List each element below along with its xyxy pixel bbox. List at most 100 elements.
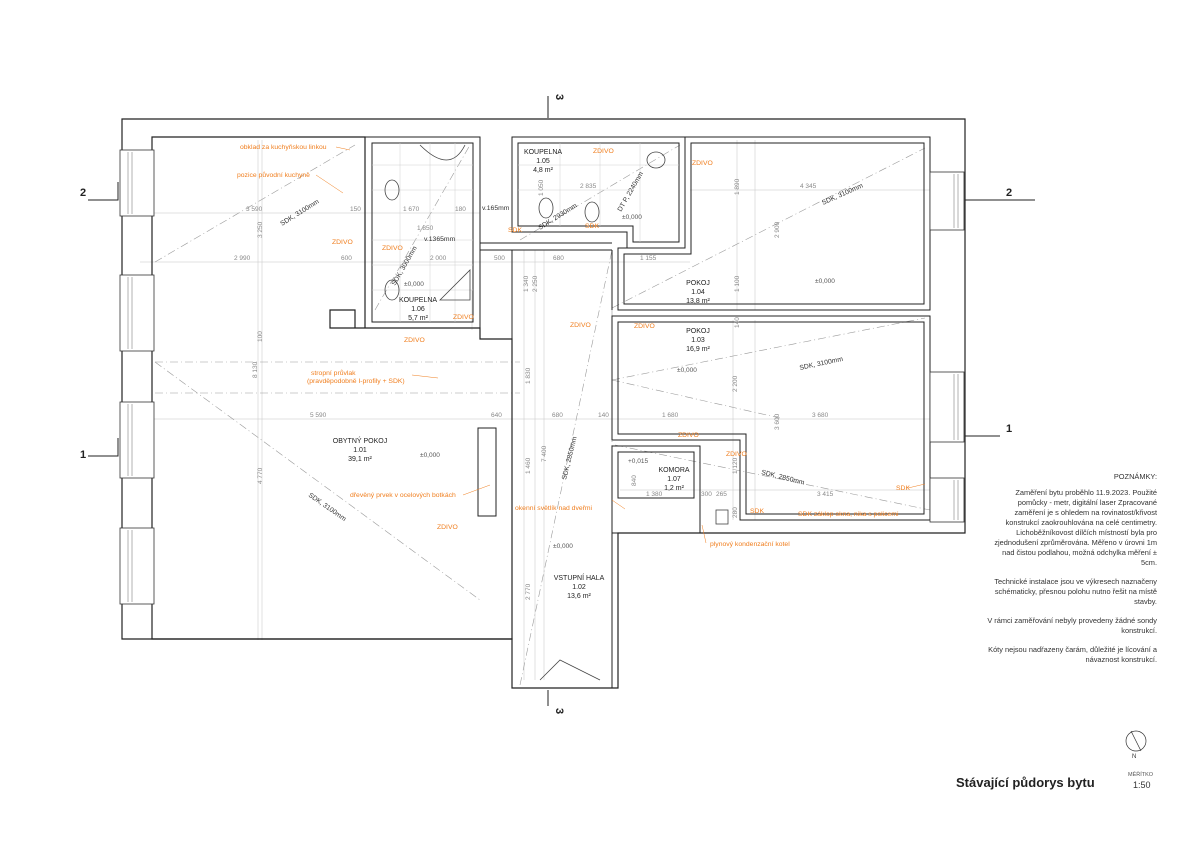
room-id-1-03: 1.03 [691, 337, 705, 344]
dim-680-top: 680 [553, 255, 564, 262]
dim-8130: 8 130 [252, 361, 259, 378]
note-sdk-1: SDK [585, 223, 599, 230]
dim-140-right: 140 [734, 317, 741, 328]
ceiling-1-02: SDK, 2850mm [561, 436, 579, 481]
dim-280: 280 [732, 507, 739, 518]
ceiling-1-07: SDK, 2850mm [761, 469, 806, 487]
level-markers: ±0,000 ±0,000 ±0,000 ±0,000 ±0,000 ±0,00… [404, 214, 835, 550]
ceiling-v165: v.165mm [482, 205, 510, 212]
notes-block: POZNÁMKY: Zaměření bytu proběhlo 11.9.20… [985, 472, 1157, 674]
dim-2770: 2 770 [525, 583, 532, 600]
window-mullions [127, 152, 959, 602]
level-1-07: +0,015 [628, 458, 648, 465]
section-label-3-bottom: 3 [553, 708, 565, 714]
room-name-1-05: KOUPELNA [524, 149, 562, 156]
notes-paragraph-3: V rámci zaměřování nebyly provedeny žádn… [987, 616, 1157, 635]
room-area-1-03: 16,9 m² [686, 346, 710, 353]
ceiling-1-04: SDK, 3100mm [821, 182, 865, 207]
dim-4345: 4 345 [800, 183, 817, 190]
dim-3680: 3 680 [812, 412, 829, 419]
room-name-1-01: OBYTNÝ POKOJ [333, 436, 387, 445]
room-name-1-07: KOMORA [658, 467, 689, 474]
dim-3600: 3 600 [774, 413, 781, 430]
room-area-1-05: 4,8 m² [533, 167, 554, 174]
notes-paragraph-2: Technické instalace jsou ve výkresech na… [994, 577, 1157, 606]
dim-100: 100 [257, 331, 264, 342]
dim-2900: 2 900 [774, 221, 781, 238]
dim-4770: 4 770 [257, 467, 264, 484]
dim-600: 600 [341, 255, 352, 262]
dim-3590: 3 590 [246, 206, 263, 213]
note-obklad: obklad za kuchyňskou linkou [240, 144, 327, 151]
room-area-1-04: 13,8 m² [686, 298, 710, 305]
note-pozice: pozice původní kuchyně [237, 171, 310, 179]
notes-paragraph-4: Kóty nejsou nadřazeny čarám, důležité je… [988, 645, 1157, 664]
dim-2250: 2 250 [532, 275, 539, 292]
north-label: N [1132, 754, 1137, 760]
ceiling-1-05: SDK, 2930mm [537, 202, 578, 232]
level-1-03: ±0,000 [677, 367, 697, 374]
room-name-1-06: KOUPELNA [399, 297, 437, 304]
dim-3415: 3 415 [817, 491, 834, 498]
tile-pattern [372, 143, 679, 322]
dim-2835: 2 835 [580, 183, 597, 190]
dim-1850: 1 850 [417, 225, 434, 232]
dim-1155: 1 155 [640, 255, 657, 262]
dim-5590: 5 590 [310, 412, 327, 419]
ceiling-dp: DT P, 2240mm [617, 170, 646, 213]
section-label-1-right: 1 [1006, 423, 1012, 435]
dim-840: 840 [631, 475, 638, 486]
section-label-2-right: 2 [1006, 187, 1012, 199]
section-label-3-top: 3 [553, 94, 565, 100]
dim-1380: 1 380 [646, 491, 663, 498]
note-zdivo-10: ZDIVO [726, 451, 747, 458]
annotation-leaders [315, 146, 926, 544]
section-label-1-left: 1 [80, 449, 86, 461]
note-svetlik: okenní světlík nad dveřmi [515, 505, 593, 512]
windows [119, 149, 965, 605]
dim-140-mid: 140 [598, 412, 609, 419]
level-1-02: ±0,000 [553, 543, 573, 550]
dim-265: 265 [716, 491, 727, 498]
dim-2200: 2 200 [732, 375, 739, 392]
room-area-1-01: 39,1 m² [348, 456, 372, 463]
dim-1120: 1 120 [732, 457, 739, 474]
room-area-1-02: 13,6 m² [567, 593, 591, 600]
drawing-title: Stávající půdorys bytu [956, 775, 1095, 790]
note-zdivo-7: ZDIVO [570, 322, 591, 329]
dim-1830: 1 830 [525, 367, 532, 384]
note-kotel: plynový kondenzační kotel [710, 541, 790, 548]
level-1-04: ±0,000 [815, 278, 835, 285]
note-zdivo-2: ZDIVO [382, 245, 403, 252]
notes-paragraph-1: Zaměření bytu proběhlo 11.9.2023. Použit… [994, 488, 1157, 567]
room-area-1-06: 5,7 m² [408, 315, 429, 322]
scale-value: 1:50 [1133, 780, 1151, 790]
level-1-01: ±0,000 [420, 452, 440, 459]
room-id-1-06: 1.06 [411, 306, 425, 313]
dim-1670: 1 670 [403, 206, 420, 213]
room-id-1-02: 1.02 [572, 584, 586, 591]
dim-1460: 1 460 [525, 457, 532, 474]
notes-heading: POZNÁMKY: [1113, 472, 1157, 481]
note-zdivo-6: ZDIVO [692, 160, 713, 167]
dim-680-mid: 680 [552, 412, 563, 419]
room-labels: OBYTNÝ POKOJ 1.01 39,1 m² VSTUPNÍ HALA 1… [333, 149, 711, 600]
dim-640: 640 [491, 412, 502, 419]
note-zdivo-9: ZDIVO [678, 432, 699, 439]
room-id-1-05: 1.05 [536, 158, 550, 165]
dim-2000: 2 000 [430, 255, 447, 262]
section-markers [88, 96, 1035, 706]
note-zdivo-11: ZDIVO [437, 524, 458, 531]
level-1-05: ±0,000 [622, 214, 642, 221]
ceiling-1-01-bottom: SDK, 3100mm [307, 492, 347, 523]
level-1-06: ±0,000 [404, 281, 424, 288]
dim-1050: 1 050 [538, 179, 545, 196]
ceiling-v1365: v.1365mm [424, 236, 456, 243]
note-prulvak-2: (pravděpodobně I-profily + SDK) [307, 378, 405, 385]
room-name-1-02: VSTUPNÍ HALA [554, 573, 605, 582]
note-sdk-3: SDK [896, 485, 910, 492]
dim-1340: 1 340 [523, 275, 530, 292]
note-prulvak-1: stropní průvlak [311, 369, 356, 377]
dim-1890: 1 890 [734, 178, 741, 195]
